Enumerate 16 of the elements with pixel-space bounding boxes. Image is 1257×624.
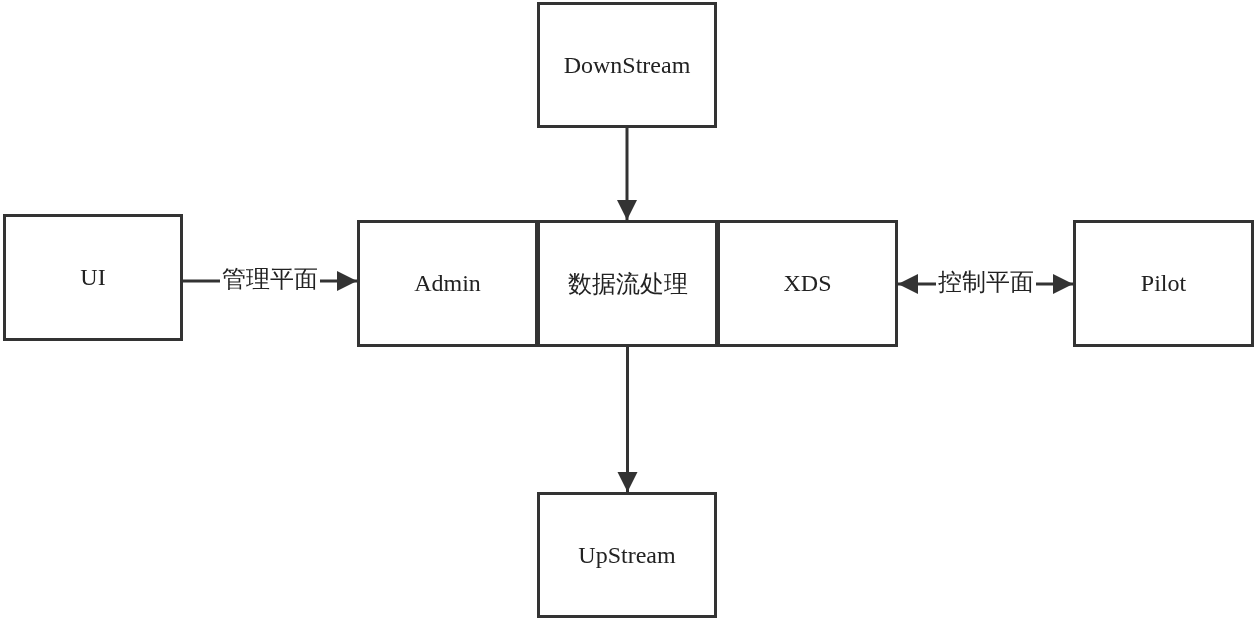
arrow [617,347,638,492]
box-label: UpStream [578,541,676,569]
process-box [537,220,718,347]
arrow [617,128,637,220]
process-box [357,220,538,347]
process-box [3,214,183,341]
box-label: XDS [783,270,832,297]
box-label: 数据流处理 [567,269,688,299]
process-box [1073,220,1254,347]
box-label: Pilot [1140,270,1187,297]
process-box [717,220,898,347]
process-box [537,2,717,128]
process-box [537,492,717,618]
box-label: Admin [414,270,481,297]
box-label: UI [80,264,106,291]
box-label: DownStream [563,51,691,79]
